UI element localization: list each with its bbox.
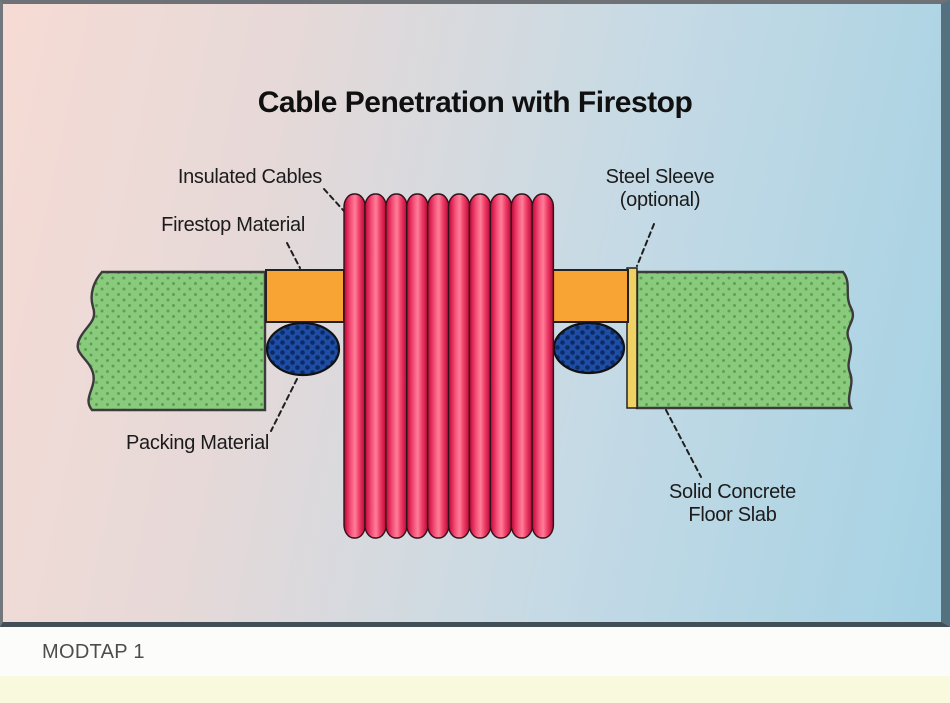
leader-firestop-material (286, 242, 301, 269)
insulated-cable (343, 193, 366, 539)
packing-material-right (552, 321, 626, 375)
footer-caption: MODTAP 1 (42, 641, 145, 663)
leader-solid-concrete (665, 409, 702, 478)
leader-packing-material (270, 378, 298, 432)
insulated-cable (510, 193, 534, 539)
leader-steel-sleeve (636, 223, 655, 267)
footer-band: MODTAP 1 (0, 627, 950, 676)
label-solid-concrete-floor-slab: Solid Concrete Floor Slab (635, 481, 830, 527)
label-insulated-cables: Insulated Cables (177, 166, 322, 188)
insulated-cable (406, 193, 429, 539)
insulated-cable (385, 193, 408, 539)
label-solid-concrete-line1: Solid Concrete (669, 481, 796, 503)
right-floor-slab (635, 270, 854, 410)
label-packing-material: Packing Material (126, 432, 270, 454)
diagram-title: Cable Penetration with Firestop (257, 86, 693, 119)
steel-sleeve (626, 267, 638, 409)
insulated-cable (364, 193, 387, 539)
label-steel-sleeve: Steel Sleeve (optional) (580, 166, 740, 212)
insulated-cable (426, 193, 450, 539)
insulated-cable (489, 193, 513, 539)
bottom-yellow-strip (0, 676, 950, 703)
diagram-canvas (76, 188, 854, 539)
label-solid-concrete-line2: Floor Slab (688, 504, 777, 526)
label-firestop-material: Firestop Material (161, 214, 305, 236)
insulated-cable (468, 193, 492, 539)
label-steel-sleeve-line1: Steel Sleeve (605, 166, 715, 188)
insulated-cable (447, 193, 471, 539)
insulated-cable-bundle (343, 193, 555, 539)
firestop-material-right (550, 269, 629, 323)
label-steel-sleeve-line2: (optional) (619, 189, 701, 211)
firestop-material-left (265, 269, 345, 323)
insulated-cable (531, 193, 555, 539)
left-floor-slab (76, 270, 267, 412)
packing-material-left (265, 321, 341, 377)
